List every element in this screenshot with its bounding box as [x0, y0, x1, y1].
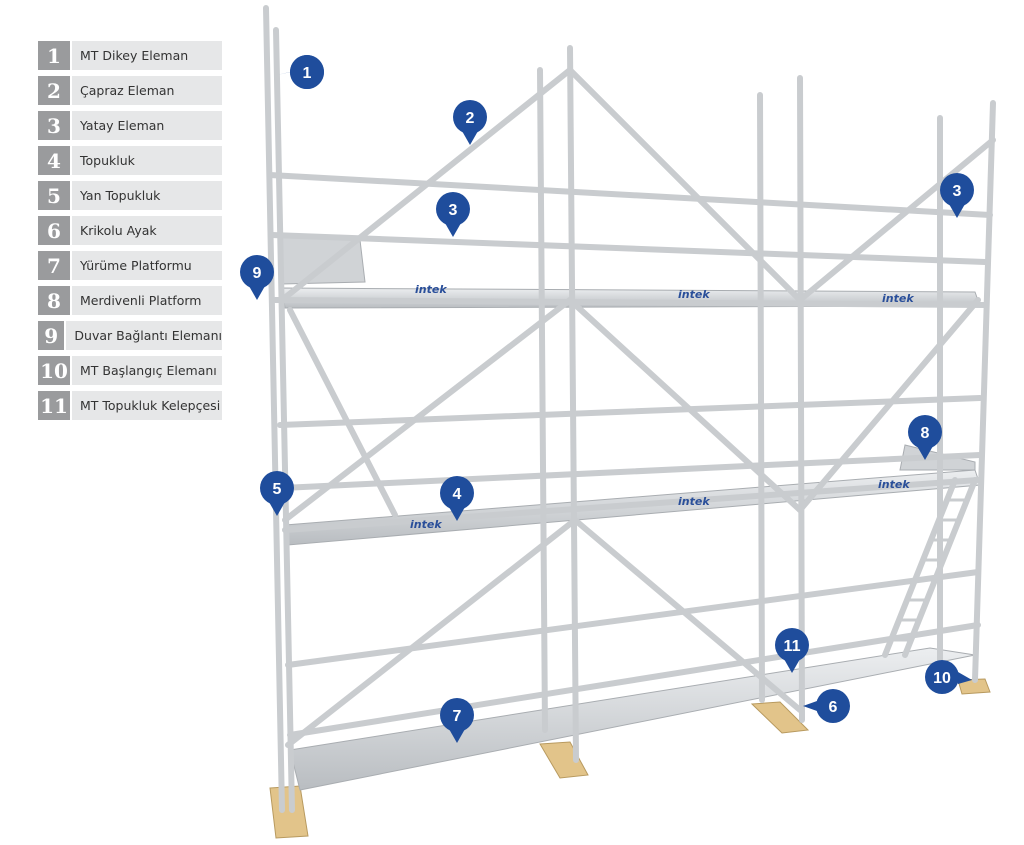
brand-label: intek: [882, 292, 914, 305]
legend-number: 5: [38, 181, 70, 210]
marker-number: 5: [273, 481, 282, 498]
legend-label: Çapraz Eleman: [72, 76, 222, 105]
marker-number: 6: [829, 699, 838, 716]
brand-label: intek: [410, 518, 442, 531]
brand-label: intek: [415, 283, 447, 296]
marker-pin: 8: [908, 415, 942, 460]
marker-number: 10: [933, 670, 951, 687]
marker-pin: 9: [240, 255, 274, 300]
legend-number: 7: [38, 251, 70, 280]
marker-pin: 3: [940, 173, 974, 218]
legend-label: Yan Topukluk: [72, 181, 222, 210]
brand-label: intek: [678, 288, 710, 301]
marker-number: 7: [453, 708, 462, 725]
marker-pin: 1: [277, 55, 324, 90]
marker-number: 11: [784, 638, 801, 655]
legend-label: MT Dikey Eleman: [72, 41, 222, 70]
marker-pin: 6: [803, 689, 850, 723]
legend-number: 2: [38, 76, 70, 105]
marker-number: 3: [953, 183, 962, 200]
marker-number: 8: [921, 425, 930, 442]
legend-label: MT Başlangıç Elemanı: [72, 356, 222, 385]
legend-label: Yürüme Platformu: [72, 251, 222, 280]
marker-number: 9: [253, 265, 262, 282]
brand-label: intek: [678, 495, 710, 508]
scaffold-tubes: [263, 5, 996, 813]
legend-label: Yatay Eleman: [72, 111, 222, 140]
legend-number: 4: [38, 146, 70, 175]
marker-pin: 4: [440, 476, 474, 521]
legend-number: 1: [38, 41, 70, 70]
marker-pin: 11: [775, 628, 809, 673]
ladder-rungs: [891, 498, 967, 642]
legend-number: 3: [38, 111, 70, 140]
marker-number: 1: [303, 65, 312, 82]
brand-label: intek: [878, 478, 910, 491]
marker-pin: 5: [260, 471, 294, 516]
marker-pin: 2: [453, 100, 487, 145]
legend-label: Krikolu Ayak: [72, 216, 222, 245]
legend-label: MT Topukluk Kelepçesi: [72, 391, 222, 420]
legend-number: 6: [38, 216, 70, 245]
marker-number: 2: [466, 110, 475, 127]
legend-number: 9: [38, 321, 65, 350]
legend-label: Merdivenli Platform: [72, 286, 222, 315]
legend-label: Duvar Bağlantı Elemanı: [66, 321, 222, 350]
legend-number: 8: [38, 286, 70, 315]
platforms: [277, 235, 981, 791]
marker-number: 4: [453, 486, 462, 503]
marker-pin: 10: [925, 660, 972, 694]
marker-number: 3: [449, 202, 458, 219]
marker-pin: 3: [436, 192, 470, 237]
legend-number: 11: [38, 391, 70, 420]
legend-number: 10: [38, 356, 70, 385]
legend-label: Topukluk: [72, 146, 222, 175]
marker-pin: 7: [440, 698, 474, 743]
